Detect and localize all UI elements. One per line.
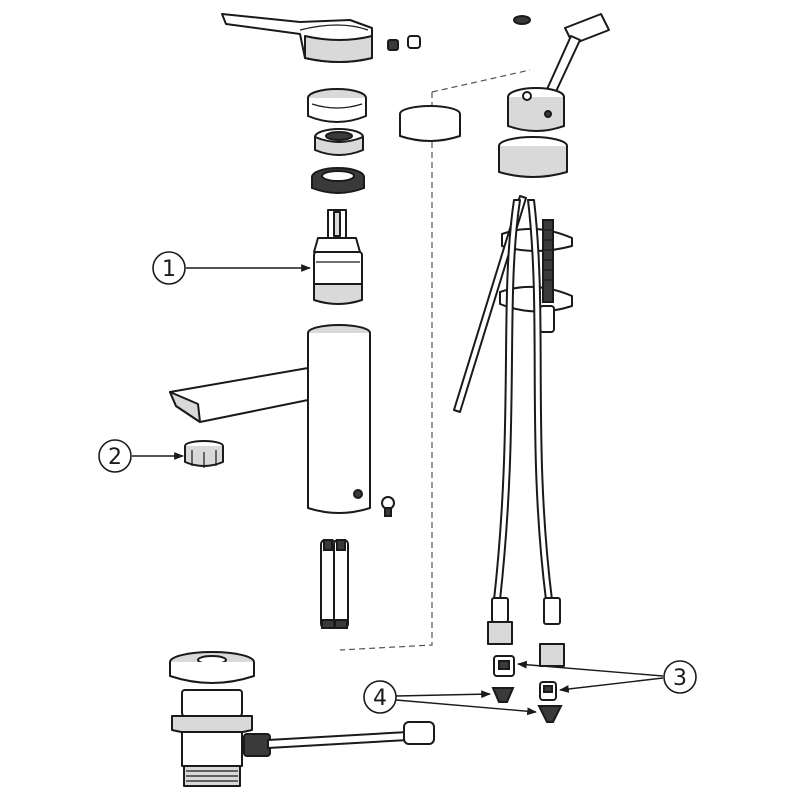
mounting-studs [320,539,349,629]
check-valves [493,655,557,701]
callout-2-label: 2 [108,445,122,470]
faucet-body [169,324,371,514]
threaded-ring [314,128,364,156]
callout-1-label: 1 [162,257,176,282]
cartridge [313,209,363,305]
callout-2: 2 [98,439,132,473]
cover-cap [307,88,367,123]
threaded-bolt [542,219,554,303]
pull-rod [543,13,610,101]
callout-4-label: 4 [373,686,387,711]
leader-4a [395,690,491,699]
round-plug [399,105,461,142]
callout-3-label: 3 [673,666,687,691]
side-screw [381,496,395,517]
pop-up-waste [169,651,435,787]
grub-screw [387,35,421,51]
base-ring [498,136,568,178]
retaining-nut [311,167,365,194]
cap-assembly [507,87,565,132]
callout-3: 3 [663,660,697,694]
lever-handle [221,13,373,63]
filter-screens [491,687,563,723]
callout-1: 1 [152,251,186,285]
leader-4b [395,699,537,716]
flexible-hoses [487,199,565,667]
leader-3a [517,660,664,677]
assembly-guide-line [339,69,531,651]
callout-4: 4 [363,680,397,714]
top-seal [513,15,531,25]
aerator [184,440,224,468]
leader-3b [559,677,664,693]
